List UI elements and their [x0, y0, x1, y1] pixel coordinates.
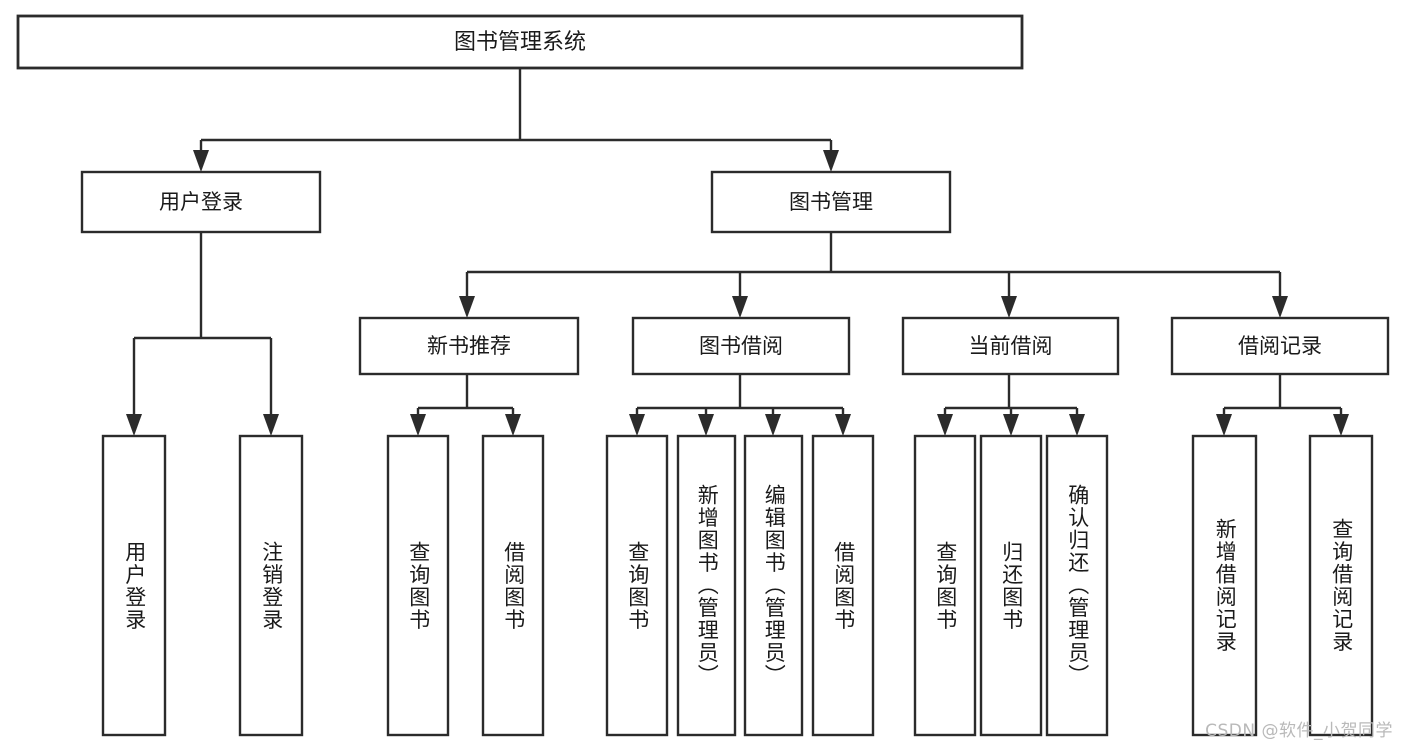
- node-leaf-1[interactable]: [238, 434, 304, 737]
- node-level2-1-label: 图书借阅: [699, 334, 783, 358]
- node-level2-0-label: 新书推荐: [427, 334, 511, 358]
- leaf-branch-5-arrow: [835, 414, 851, 436]
- leaf-branch-3-arrow: [698, 414, 714, 436]
- manage-branch-0-arrow: [459, 296, 475, 318]
- node-level1-0-label: 用户登录: [159, 190, 243, 214]
- node-root-label: 图书管理系统: [454, 30, 586, 55]
- node-level2-2[interactable]: [901, 316, 1120, 376]
- leaf-branch-2-arrow: [629, 414, 645, 436]
- node-leaf-11[interactable]: [1191, 434, 1258, 737]
- manage-branch-2-arrow: [1001, 296, 1017, 318]
- node-leaf-4[interactable]: [605, 434, 669, 737]
- node-leaf-3[interactable]: [481, 434, 545, 737]
- node-leaf-5[interactable]: [676, 434, 737, 737]
- node-level1-0[interactable]: [80, 170, 322, 234]
- leaf-branch-8-arrow: [1069, 414, 1085, 436]
- login-leaf-0-arrow: [126, 414, 142, 436]
- node-leaf-2[interactable]: [386, 434, 450, 737]
- node-level2-1[interactable]: [631, 316, 851, 376]
- node-leaf-6[interactable]: [743, 434, 804, 737]
- leaf-branch-4-arrow: [765, 414, 781, 436]
- login-leaf-1-arrow: [263, 414, 279, 436]
- node-leaf-10[interactable]: [1045, 434, 1109, 737]
- leaf-branch-1-arrow: [505, 414, 521, 436]
- root-branch-1-arrow: [823, 150, 839, 172]
- node-root[interactable]: [16, 14, 1024, 70]
- node-leaf-8[interactable]: [913, 434, 977, 737]
- node-level1-1[interactable]: [710, 170, 952, 234]
- manage-branch-3-arrow: [1272, 296, 1288, 318]
- node-leaf-0[interactable]: [101, 434, 167, 737]
- node-level2-3[interactable]: [1170, 316, 1390, 376]
- root-branch-0-arrow: [193, 150, 209, 172]
- node-leaf-7[interactable]: [811, 434, 875, 737]
- node-leaf-9[interactable]: [979, 434, 1043, 737]
- node-leaf-12[interactable]: [1308, 434, 1374, 737]
- box-layer: [16, 14, 1390, 737]
- node-level1-1-label: 图书管理: [789, 190, 873, 214]
- leaf-branch-6-arrow: [937, 414, 953, 436]
- leaf-branch-7-arrow: [1003, 414, 1019, 436]
- leaf-branch-9-arrow: [1216, 414, 1232, 436]
- node-level2-2-label: 当前借阅: [969, 334, 1053, 358]
- manage-branch-1-arrow: [732, 296, 748, 318]
- leaf-branch-0-arrow: [410, 414, 426, 436]
- node-level2-0[interactable]: [358, 316, 580, 376]
- leaf-branch-10-arrow: [1333, 414, 1349, 436]
- connector-layer: [126, 68, 1349, 436]
- node-level2-3-label: 借阅记录: [1238, 334, 1322, 358]
